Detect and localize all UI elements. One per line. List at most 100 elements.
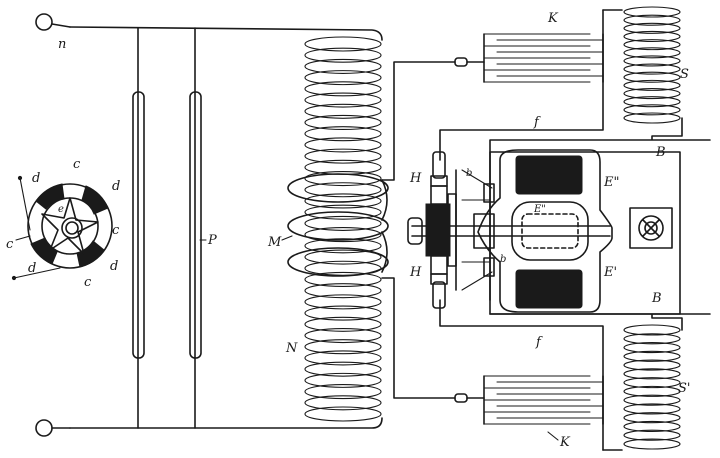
coil-n-turn: [304, 137, 382, 153]
coil-s-turn: [623, 63, 681, 75]
coil-s-turn: [623, 39, 681, 51]
secondary-coil: [304, 36, 382, 422]
coil-n-turn: [304, 271, 382, 288]
wire-f-bottom: [439, 299, 604, 451]
coil-s-turn: [623, 71, 681, 83]
coil-s-turn: [623, 96, 681, 108]
coil-n-turn: [304, 126, 382, 142]
label-detail-d2: d: [112, 179, 120, 194]
condenser-plates: [132, 27, 202, 429]
coil-n-turn: [304, 327, 382, 344]
coil-n-turn: [304, 361, 382, 377]
label-f-bottom: f: [535, 335, 543, 350]
coil-s-top: [623, 6, 681, 124]
label-h-bottom: H: [409, 265, 422, 280]
coil-n-turn: [304, 372, 382, 388]
label-detail-d4: d: [28, 261, 36, 276]
terminal-top: [35, 13, 71, 31]
coil-n-turn: [304, 384, 382, 400]
coil-s-turn: [623, 30, 681, 43]
coil-s-turn: [623, 359, 681, 371]
coil-s-turn: [623, 394, 681, 406]
terminal-bottom: [35, 419, 71, 437]
wire-to-condenser-bottom: [381, 277, 456, 399]
primary-coil: [287, 173, 389, 277]
coil-n-turn: [304, 406, 382, 422]
motor-housing: [411, 149, 681, 315]
coil-n-turn: [304, 305, 382, 321]
label-f-top: f: [533, 115, 541, 130]
coil-s-turn: [623, 403, 681, 415]
label-e-right: E': [603, 265, 617, 280]
coil-s-turn: [623, 324, 681, 336]
coil-n-turn: [304, 227, 382, 243]
coil-s-turn: [623, 22, 681, 34]
coil-n-turn: [304, 36, 382, 52]
coil-m-turn: [287, 247, 389, 277]
coil-m-turn: [287, 173, 389, 203]
coil-n-turn: [304, 283, 382, 299]
label-s-top: S: [680, 67, 689, 82]
condenser-k-bottom: [483, 375, 604, 425]
label-n-coil: N: [285, 341, 298, 356]
coil-s-turn: [623, 79, 681, 91]
label-detail-c2: c: [112, 223, 120, 238]
coil-m-lead: [381, 179, 388, 273]
coil-s-turn: [623, 438, 681, 450]
coil-s-bottom: [623, 324, 681, 450]
supply-line-top: [69, 26, 383, 41]
label-detail-c1: c: [73, 157, 81, 172]
label-b-top: B: [655, 145, 666, 160]
interrupter: [407, 151, 495, 309]
coil-s-turn: [623, 429, 681, 441]
coil-n-turn: [304, 170, 382, 187]
coil-s-turn: [623, 385, 681, 397]
coil-s-turn: [623, 55, 681, 67]
label-k-bottom: K: [559, 435, 571, 450]
commutator-detail: [11, 175, 113, 281]
coil-n-turn: [304, 238, 382, 254]
label-terminal-n: n: [58, 37, 66, 52]
coil-s-turn: [623, 104, 681, 116]
coil-n-turn: [304, 249, 382, 265]
label-s-bottom: S': [678, 381, 690, 396]
label-detail-e: e: [58, 204, 64, 215]
coil-s-turn: [623, 87, 681, 100]
coil-n-turn: [304, 114, 382, 131]
label-detail-d1: d: [32, 171, 40, 186]
label-b-small-top: b: [466, 168, 472, 179]
label-h-top: H: [409, 171, 422, 186]
label-e-mid: E": [533, 204, 546, 215]
coil-s-turn: [623, 6, 681, 18]
coil-n-turn: [304, 339, 382, 355]
label-detail-d3: d: [110, 259, 118, 274]
coil-n-turn: [304, 350, 382, 366]
label-e-top: E": [603, 175, 619, 190]
label-b-bottom: B: [651, 291, 662, 306]
coil-n-turn: [304, 215, 382, 231]
coil-s-turn: [623, 112, 681, 124]
coil-n-turn: [304, 204, 382, 220]
coil-s-turn: [623, 47, 681, 59]
coil-n-turn: [304, 70, 382, 86]
coil-n-turn: [304, 58, 382, 74]
coil-n-turn: [304, 103, 382, 119]
label-m: M: [267, 235, 282, 250]
coil-s-turn: [623, 412, 681, 424]
label-k-top: K: [547, 11, 559, 26]
coil-n-turn: [304, 182, 382, 198]
coil-s-turn: [623, 341, 681, 354]
coil-n-turn: [304, 47, 382, 63]
coil-s-turn: [623, 368, 681, 380]
supply-line-bottom: [69, 417, 383, 429]
label-detail-c4: c: [6, 237, 14, 252]
coil-n-turn: [304, 294, 382, 310]
coil-n-turn: [304, 159, 382, 175]
coil-s-turn: [623, 350, 681, 362]
coil-n-turn: [304, 316, 382, 332]
label-p: P: [207, 233, 217, 248]
wire-to-condenser-top: [381, 61, 456, 181]
coil-s-turn: [623, 14, 681, 26]
label-detail-c3: c: [84, 275, 92, 290]
coil-n-turn: [304, 81, 382, 97]
